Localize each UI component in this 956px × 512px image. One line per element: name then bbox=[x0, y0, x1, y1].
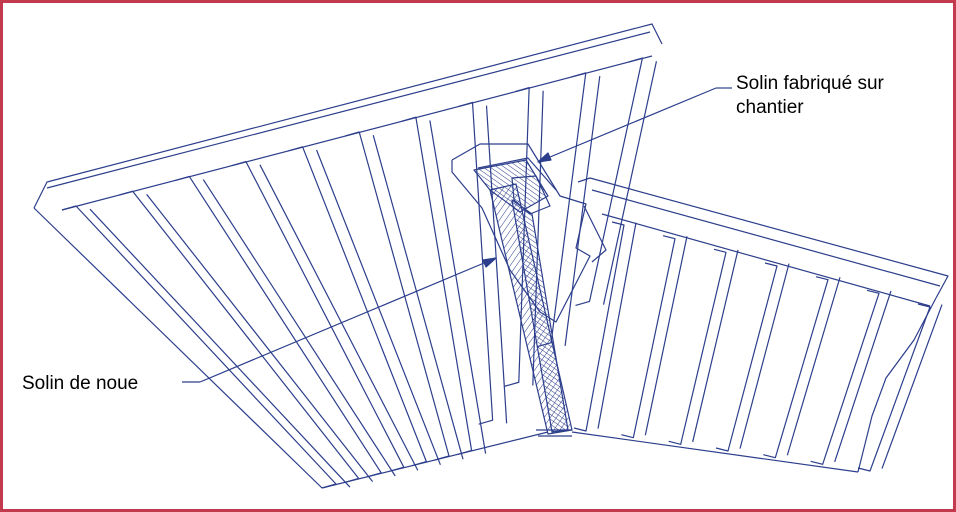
panel-rib bbox=[668, 248, 727, 445]
panel-rib bbox=[810, 289, 880, 465]
panel-rib bbox=[118, 190, 360, 483]
panel-rib bbox=[458, 101, 494, 425]
callout-leaders bbox=[182, 87, 732, 383]
panel-rib-edge bbox=[602, 61, 658, 305]
panel-rib bbox=[621, 235, 676, 439]
left-panel-ribs bbox=[61, 57, 658, 489]
panel-rib-edge bbox=[597, 222, 637, 429]
panel-rib-edge bbox=[202, 179, 396, 477]
panel-rib bbox=[345, 131, 450, 461]
panel-rib bbox=[763, 276, 829, 459]
right-panel-ribs bbox=[573, 221, 943, 472]
panel-rib-edge bbox=[786, 277, 841, 456]
callout-site-flashing-line2: chantier bbox=[736, 97, 804, 118]
site-flashing bbox=[451, 143, 607, 323]
panel-rib-edge bbox=[89, 208, 351, 488]
panel-rib-edge bbox=[644, 236, 688, 436]
panel-rib bbox=[573, 221, 625, 432]
panel-rib-edge bbox=[485, 105, 508, 424]
panel-rib bbox=[175, 175, 382, 478]
panel-rib-edge bbox=[881, 304, 943, 469]
panel-rib-edge bbox=[564, 75, 601, 346]
right-roof-panel bbox=[571, 177, 949, 473]
panel-rib-edge bbox=[739, 263, 790, 449]
panel-rib-edge bbox=[429, 120, 487, 454]
callout-valley-flashing: Solin de noue bbox=[22, 373, 139, 394]
panel-rib bbox=[288, 146, 427, 467]
panel-rib bbox=[575, 57, 644, 307]
panel-rib-edge bbox=[834, 290, 892, 463]
panel-rib-edge bbox=[372, 135, 464, 460]
panel-rib bbox=[231, 161, 405, 472]
panel-rib-edge bbox=[692, 249, 739, 443]
callout-site-flashing-line1: Solin fabriqué sur bbox=[736, 73, 884, 94]
panel-rib bbox=[401, 116, 473, 455]
panel-rib-edge bbox=[259, 164, 419, 471]
callout-site-flashing: Solin fabriqué sur chantier bbox=[736, 72, 884, 120]
panel-rib bbox=[715, 262, 778, 452]
panel-rib bbox=[61, 205, 337, 489]
valley-flashing bbox=[473, 159, 573, 437]
panel-rib bbox=[857, 303, 931, 472]
panel-rib-edge bbox=[146, 194, 374, 482]
